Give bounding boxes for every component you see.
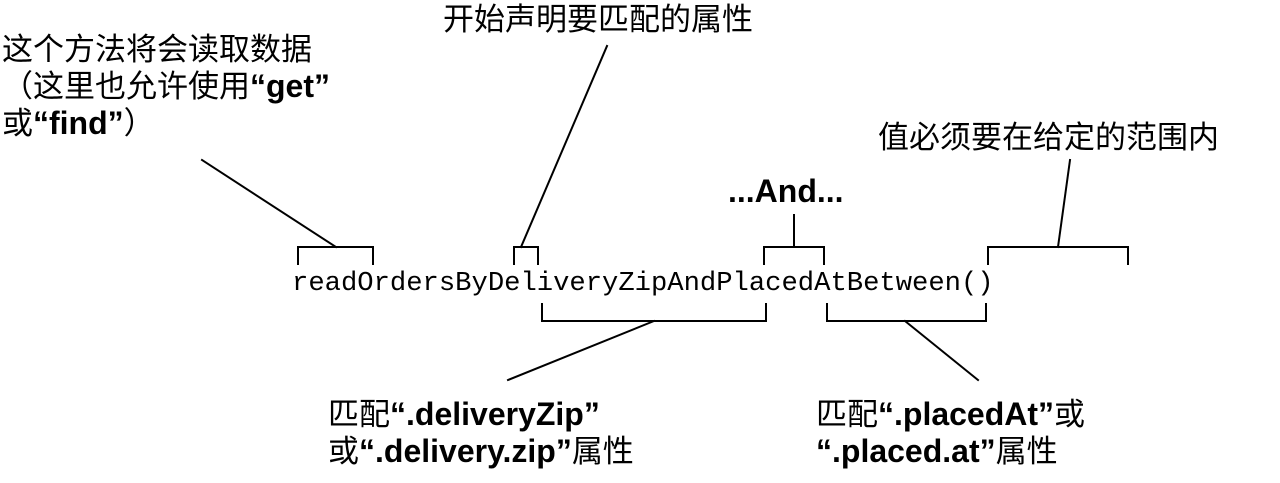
annotation-between-text: 值必须要在给定的范围内: [878, 120, 1219, 156]
annotation-by-text: 开始声明要匹配的属性: [443, 2, 753, 38]
annotation-placed-at: 匹配“.placedAt”或 “.placed.at”属性: [816, 396, 1085, 470]
leader-read: [200, 158, 338, 249]
bracket-placed-at: [826, 303, 987, 322]
method-part-by: By: [455, 268, 488, 299]
annotation-read-line1: 这个方法将会读取数据: [2, 32, 312, 68]
leader-between: [1056, 158, 1072, 249]
leader-delivery-zip: [506, 319, 656, 382]
method-part-and: And: [667, 268, 717, 299]
method-part-parens: (): [960, 268, 994, 299]
annotation-by-start: 开始声明要匹配的属性: [443, 2, 753, 38]
annotation-between: 值必须要在给定的范围内: [878, 120, 1219, 156]
annotation-read-verb: 这个方法将会读取数据 （这里也允许使用“get” 或“find”）: [2, 32, 330, 142]
bracket-by: [513, 246, 539, 265]
annotation-placed-at-line1: 匹配“.placedAt”或: [816, 396, 1086, 433]
method-part-orders: Orders: [357, 268, 456, 299]
method-part-delivery-zip: DeliveryZip: [487, 268, 668, 299]
leader-by: [519, 44, 609, 249]
annotation-placed-at-line2: “.placed.at”属性: [816, 433, 1058, 470]
annotation-delivery-zip-line1: 匹配“.deliveryZip”: [328, 396, 600, 433]
annotation-read-line2: （这里也允许使用“get”: [2, 68, 330, 105]
method-part-placed-at: PlacedAt: [716, 268, 847, 299]
bracket-read: [297, 246, 374, 265]
annotation-delivery-zip: 匹配“.deliveryZip” 或“.delivery.zip”属性: [328, 396, 634, 470]
annotation-delivery-zip-line2: 或“.delivery.zip”属性: [328, 433, 634, 470]
bracket-delivery-zip: [541, 303, 767, 322]
and-label: ...And...: [728, 173, 844, 209]
leader-placed-at: [903, 319, 980, 382]
method-part-between: Between: [846, 268, 961, 299]
bracket-between: [987, 246, 1129, 265]
bracket-and: [763, 246, 825, 265]
method-part-read: read: [292, 268, 358, 299]
annotation-read-line3: 或“find”）: [2, 105, 155, 142]
method-name: readOrdersByDeliveryZipAndPlacedAtBetwee…: [292, 266, 994, 302]
